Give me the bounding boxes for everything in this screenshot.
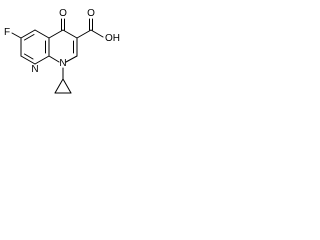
nitrogen-n1-label: N — [59, 58, 66, 69]
double-bond — [24, 53, 34, 60]
structure-diagram: O O OH F N N — [0, 0, 141, 105]
right-pyridone-ring — [48, 29, 78, 63]
bond — [20, 55, 36, 65]
fluorine-label: F — [4, 27, 10, 38]
bond — [90, 29, 104, 38]
fluorine-substituent: F — [4, 27, 22, 39]
bond — [65, 55, 78, 63]
bond — [20, 29, 36, 39]
bond — [76, 29, 92, 39]
carboxylic-acid-group: O OH — [76, 8, 120, 44]
bond — [11, 32, 22, 39]
bond — [62, 29, 78, 39]
ketone-oxygen-label: O — [59, 8, 67, 19]
carboxylic-oxygen-label: O — [87, 8, 95, 19]
bond — [62, 78, 72, 94]
ring-nitrogens: N N — [31, 58, 66, 75]
bond — [34, 29, 50, 39]
bond — [48, 29, 64, 39]
nitrogen-n8-label: N — [31, 64, 38, 75]
bond — [54, 78, 64, 94]
ketone-group: O — [59, 8, 67, 31]
double-bond — [24, 34, 35, 41]
molecule-drawing: O O OH F N N — [4, 8, 120, 94]
left-pyridine-ring — [20, 29, 50, 65]
bond — [34, 55, 50, 65]
bond — [48, 55, 60, 63]
cyclopropyl-group — [54, 67, 72, 94]
hydroxyl-label: OH — [105, 33, 120, 44]
